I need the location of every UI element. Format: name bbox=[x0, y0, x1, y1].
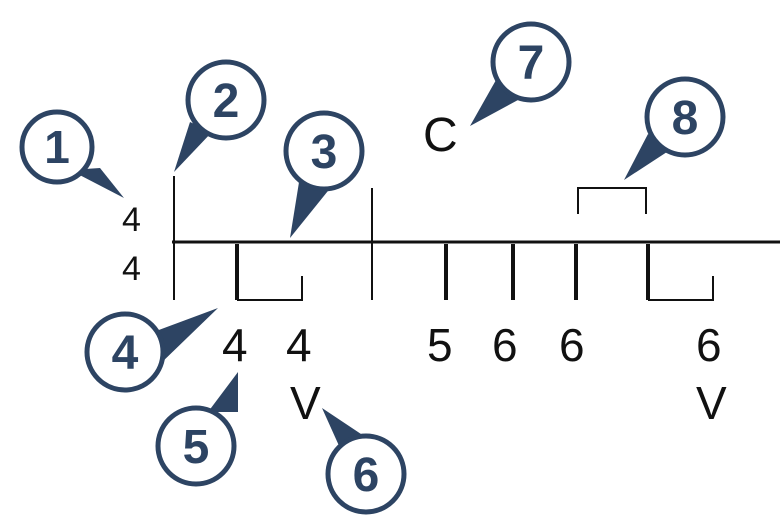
rhythm-staff bbox=[172, 176, 780, 301]
callout-1: 1 bbox=[19, 109, 124, 198]
callout-number: 7 bbox=[518, 37, 545, 90]
finger-label: 4 bbox=[222, 319, 248, 371]
callout-number: 4 bbox=[112, 327, 139, 380]
finger-label: 6 bbox=[492, 319, 518, 371]
callout-ring bbox=[155, 405, 237, 487]
callout-number: 5 bbox=[183, 421, 210, 474]
callout-pointer bbox=[70, 168, 124, 198]
callout-ring bbox=[84, 311, 166, 393]
callout-ring bbox=[325, 433, 407, 515]
callout-ring bbox=[644, 76, 726, 158]
callout-number: 8 bbox=[672, 92, 699, 145]
callout-5: 5 bbox=[155, 372, 238, 487]
finger-label: 6 bbox=[696, 319, 722, 371]
callout-ring bbox=[185, 59, 267, 141]
callout-number: 1 bbox=[44, 121, 70, 173]
time-signature-top: 4 bbox=[122, 201, 141, 239]
callout-ring bbox=[19, 109, 95, 185]
finger-label: 4 bbox=[286, 319, 312, 371]
callout-pointer bbox=[290, 176, 340, 238]
callout-number: 3 bbox=[311, 126, 338, 179]
callout-pointer bbox=[208, 372, 238, 412]
callout-ring bbox=[490, 21, 572, 103]
sustain-bracket bbox=[648, 276, 714, 301]
grouping-bracket bbox=[577, 187, 647, 214]
finger-label: 6 bbox=[559, 319, 585, 371]
callout-7: 7 bbox=[470, 21, 572, 126]
callout-number: 6 bbox=[353, 449, 380, 502]
chord-symbol: C bbox=[423, 109, 458, 162]
voice-marker: V bbox=[290, 377, 321, 429]
callout-6: 6 bbox=[322, 408, 407, 515]
callout-8: 8 bbox=[624, 76, 726, 180]
callout-number: 2 bbox=[213, 75, 240, 128]
voice-marker: V bbox=[696, 377, 727, 429]
callout-2: 2 bbox=[174, 59, 267, 172]
finger-label: 5 bbox=[427, 319, 453, 371]
sustain-bracket bbox=[237, 276, 303, 301]
callout-3: 3 bbox=[283, 110, 365, 238]
callout-pointer bbox=[174, 122, 212, 172]
callout-pointer bbox=[148, 308, 218, 366]
callout-4: 4 bbox=[84, 308, 218, 393]
callout-ring bbox=[283, 110, 365, 192]
time-signature-bottom: 4 bbox=[122, 250, 141, 288]
